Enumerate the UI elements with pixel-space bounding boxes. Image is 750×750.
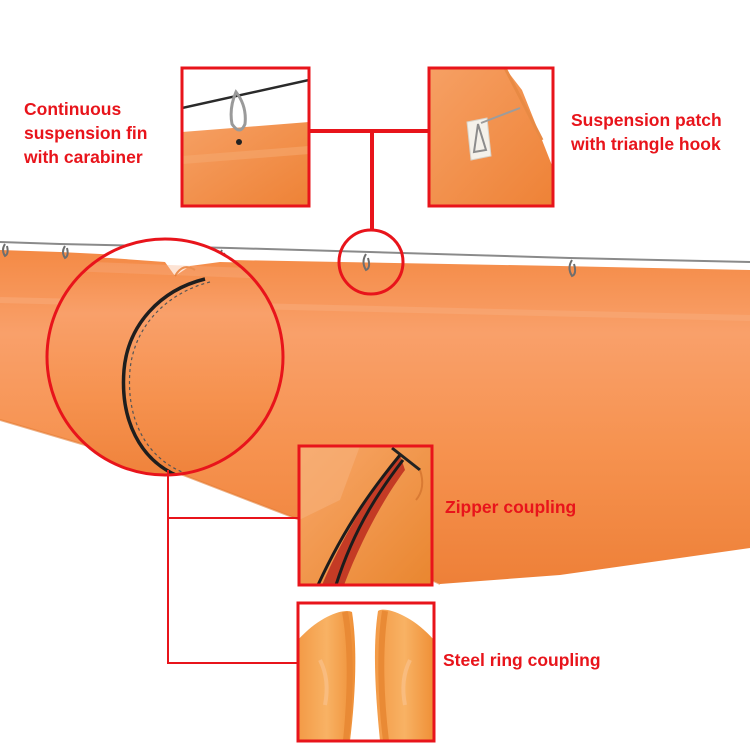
inset-steel-ring-coupling [296, 601, 436, 743]
label-suspension-patch-line2: with triangle hook [571, 134, 721, 154]
inset-zipper-coupling [297, 444, 434, 587]
inset-suspension-patch [427, 66, 555, 208]
label-suspension-fin: Continuous suspension fin with carabiner [24, 97, 147, 169]
suspension-wire [0, 241, 750, 278]
label-suspension-patch-line1: Suspension patch [571, 110, 722, 130]
label-suspension-fin-line3: with carabiner [24, 147, 143, 167]
label-suspension-fin-line1: Continuous [24, 99, 122, 119]
label-steel-ring-coupling: Steel ring coupling [443, 648, 601, 672]
inset-suspension-fin [180, 66, 311, 208]
label-zipper-coupling-text: Zipper coupling [445, 497, 577, 517]
label-suspension-patch: Suspension patch with triangle hook [571, 108, 722, 156]
label-suspension-fin-line2: suspension fin [24, 123, 148, 143]
callout-connectors [167, 129, 429, 664]
label-zipper-coupling: Zipper coupling [445, 495, 576, 519]
label-steel-ring-coupling-text: Steel ring coupling [443, 650, 601, 670]
